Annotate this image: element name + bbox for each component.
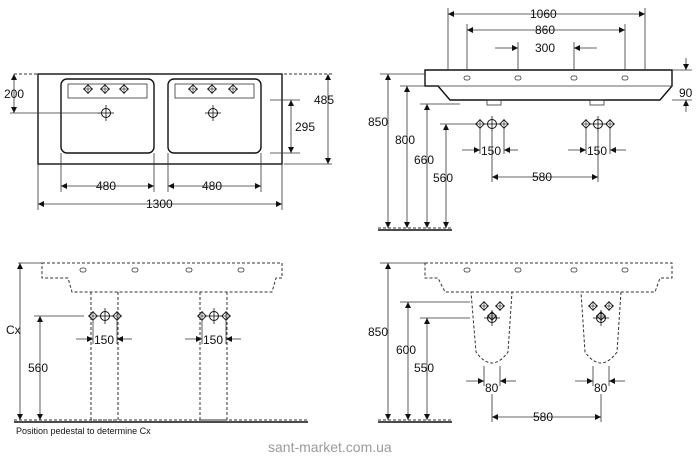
left-trap-taps [478,300,506,327]
right-trap-taps [587,300,615,327]
right-drain-icon [204,104,222,122]
dim-560-bottom: 560 [28,361,48,375]
dim-150-left-bottom: 150 [94,333,114,347]
watermark: sant-market.com.ua [268,439,392,455]
left-tap-holes [82,83,130,95]
dim-850-bottom: 850 [368,325,388,339]
dim-1300: 1300 [146,197,173,211]
dim-660: 660 [414,153,434,167]
tap-slots [463,75,629,81]
bottom-left-view: Cx 560 150 150 Position pedestal to dete… [6,262,308,436]
dim-200: 200 [4,87,24,101]
pedestal-note: Position pedestal to determine Cx [16,426,151,436]
right-tap-holes [187,83,239,95]
tap-slots-right [463,267,629,273]
right-trap-cover [580,291,622,364]
dim-150-left: 150 [481,144,501,158]
dim-1060: 1060 [530,7,557,21]
dim-580-top: 580 [532,170,552,184]
bottom-right-view: 850 600 550 80 80 580 [368,262,673,424]
left-trap-cover [470,291,513,364]
dim-80-right: 80 [594,381,608,395]
dim-150-right-bottom: 150 [203,333,223,347]
right-pedestal [199,292,228,421]
top-front-view: 200 485 295 480 480 1300 [4,73,334,211]
dim-485: 485 [314,93,334,107]
dim-300: 300 [535,41,555,55]
dim-80-left: 80 [485,381,499,395]
dim-cx: Cx [6,323,21,337]
basin-outline-dashed [41,262,283,293]
tap-slots [79,267,245,273]
dim-560: 560 [433,171,453,185]
dim-295: 295 [295,120,315,134]
dim-850: 850 [368,115,388,129]
dim-860: 860 [535,23,555,37]
dim-480-right: 480 [202,179,222,193]
left-bowl-rim [67,83,148,99]
dim-90: 90 [679,86,693,100]
left-bowl [60,78,155,154]
dim-550: 550 [414,361,434,375]
dim-580-bottom: 580 [533,410,553,424]
basin-outline-dashed-right [424,262,673,293]
dim-150-right: 150 [587,144,607,158]
right-bowl-rim [174,83,255,99]
top-side-view: 1060 860 300 90 850 [368,7,693,231]
dim-800: 800 [395,133,415,147]
left-drain-icon [97,104,115,122]
basin-outline [37,73,283,165]
right-bowl [167,78,262,154]
dim-480-left: 480 [96,179,116,193]
dim-600: 600 [396,343,416,357]
basin-profile [424,69,673,101]
